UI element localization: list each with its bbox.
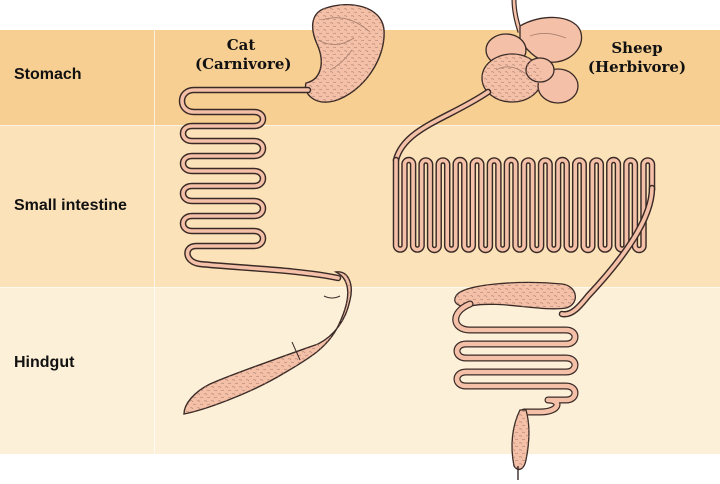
cat-name: Cat bbox=[226, 36, 256, 54]
row-label-hindgut: Hindgut bbox=[14, 354, 75, 371]
cat-digestive-tract bbox=[178, 3, 385, 415]
sheep-stomach bbox=[481, 16, 583, 104]
sheep-diet: (Herbivore) bbox=[587, 58, 687, 76]
row-separator bbox=[0, 287, 720, 288]
row-label-small-intestine: Small intestine bbox=[14, 197, 127, 214]
sheep-title: Sheep (Herbivore) bbox=[582, 39, 692, 77]
row-label-stomach: Stomach bbox=[14, 66, 82, 83]
label-column-divider bbox=[154, 30, 155, 454]
sheep-name: Sheep bbox=[611, 39, 663, 57]
cat-title: Cat (Carnivore) bbox=[195, 36, 292, 74]
hindgut-row-band bbox=[0, 287, 720, 454]
sheep-digestive-tract bbox=[392, 0, 656, 480]
cat-diet: (Carnivore) bbox=[195, 55, 292, 73]
sheep-hindgut bbox=[452, 281, 579, 480]
row-separator bbox=[0, 125, 720, 126]
